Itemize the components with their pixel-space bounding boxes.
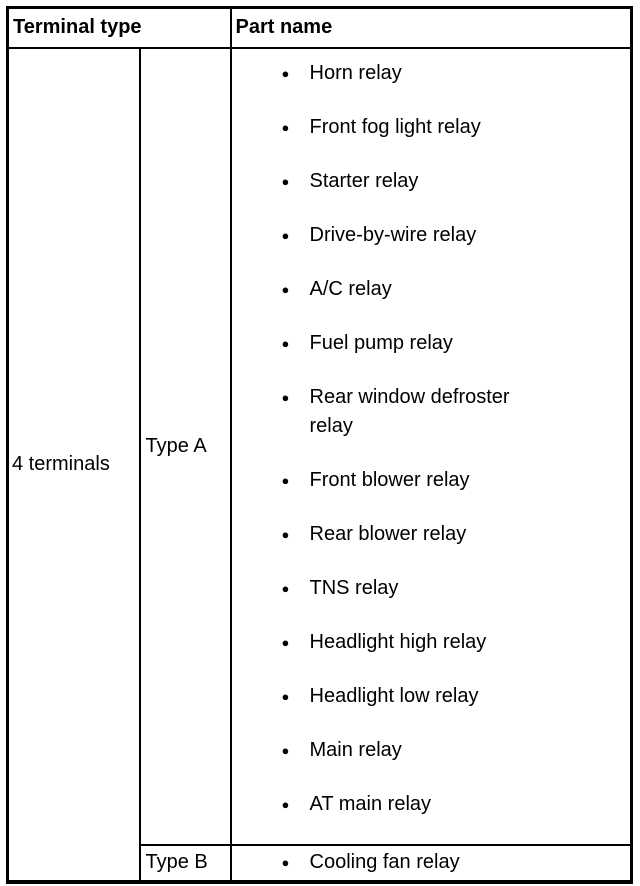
part-name-label: Headlight high relay [309, 630, 487, 653]
part-name-label: Front blower relay [309, 468, 470, 491]
list-item: ● A/C relay [282, 275, 631, 304]
bullet-icon: ● [281, 472, 290, 488]
part-name-label: Rear window defroster relay [309, 385, 510, 437]
part-name-label: Front fog light relay [309, 115, 481, 138]
header-part-name: Part name [229, 6, 633, 49]
list-item: ● Rear blower relay [282, 520, 631, 549]
cell-type-a-parts: ● Horn relay ● Front fog light relay ● Star… [229, 46, 633, 846]
relay-terminal-table: Terminal type Part name 4 terminals Type… [6, 6, 633, 884]
type-b-part-list: ● Cooling fan relay [232, 848, 631, 877]
cell-type-b-parts: ● Cooling fan relay [229, 843, 633, 883]
list-item: ● Headlight low relay [282, 682, 631, 711]
bullet-icon: ● [281, 855, 290, 870]
bullet-icon: ● [281, 688, 290, 704]
list-item: ● TNS relay [282, 574, 631, 603]
list-item: ● Rear window defroster relay [282, 383, 631, 441]
cell-terminal-group: 4 terminals [6, 46, 141, 883]
bullet-icon: ● [281, 281, 290, 297]
part-name-label: AT main relay [309, 792, 432, 815]
part-name-label: Rear blower relay [309, 522, 467, 545]
list-item: ● Cooling fan relay [282, 848, 631, 877]
part-name-label: Horn relay [309, 61, 402, 84]
list-item: ● AT main relay [282, 790, 631, 819]
bullet-icon: ● [281, 173, 290, 189]
bullet-icon: ● [281, 65, 290, 81]
bullet-icon: ● [281, 335, 290, 351]
part-name-label: A/C relay [309, 277, 392, 300]
list-item: ● Headlight high relay [282, 628, 631, 657]
table-row-type-a: 4 terminals Type A ● Horn relay ● Front fo… [6, 46, 633, 883]
header-terminal-type: Terminal type [6, 6, 232, 49]
list-item: ● Drive-by-wire relay [282, 221, 631, 250]
part-name-label: Main relay [309, 738, 402, 761]
part-name-label: TNS relay [309, 576, 399, 599]
bullet-icon: ● [281, 796, 290, 812]
bullet-icon: ● [281, 119, 290, 135]
part-name-label: Starter relay [309, 169, 419, 192]
list-item: ● Starter relay [282, 167, 631, 196]
bullet-icon: ● [281, 634, 290, 650]
list-item: ● Main relay [282, 736, 631, 765]
part-name-label: Fuel pump relay [309, 331, 453, 354]
bullet-icon: ● [281, 580, 290, 596]
list-item: ● Front blower relay [282, 466, 631, 495]
bullet-icon: ● [281, 227, 290, 243]
cell-type-b: Type B [138, 843, 232, 883]
bullet-icon: ● [281, 389, 290, 405]
part-name-label: Drive-by-wire relay [309, 223, 477, 246]
cell-type-a: Type A [138, 46, 232, 846]
bullet-icon: ● [281, 742, 290, 758]
table-row-type-b: Type B ● Cooling fan relay [8, 843, 633, 883]
part-name-label: Headlight low relay [309, 684, 479, 707]
table-header-row: Terminal type Part name [6, 6, 633, 49]
list-item: ● Horn relay [282, 59, 631, 88]
part-name-label: Cooling fan relay [309, 851, 460, 873]
type-a-part-list: ● Horn relay ● Front fog light relay ● Star… [232, 49, 631, 819]
list-item: ● Front fog light relay [282, 113, 631, 142]
list-item: ● Fuel pump relay [282, 329, 631, 358]
bullet-icon: ● [281, 526, 290, 542]
